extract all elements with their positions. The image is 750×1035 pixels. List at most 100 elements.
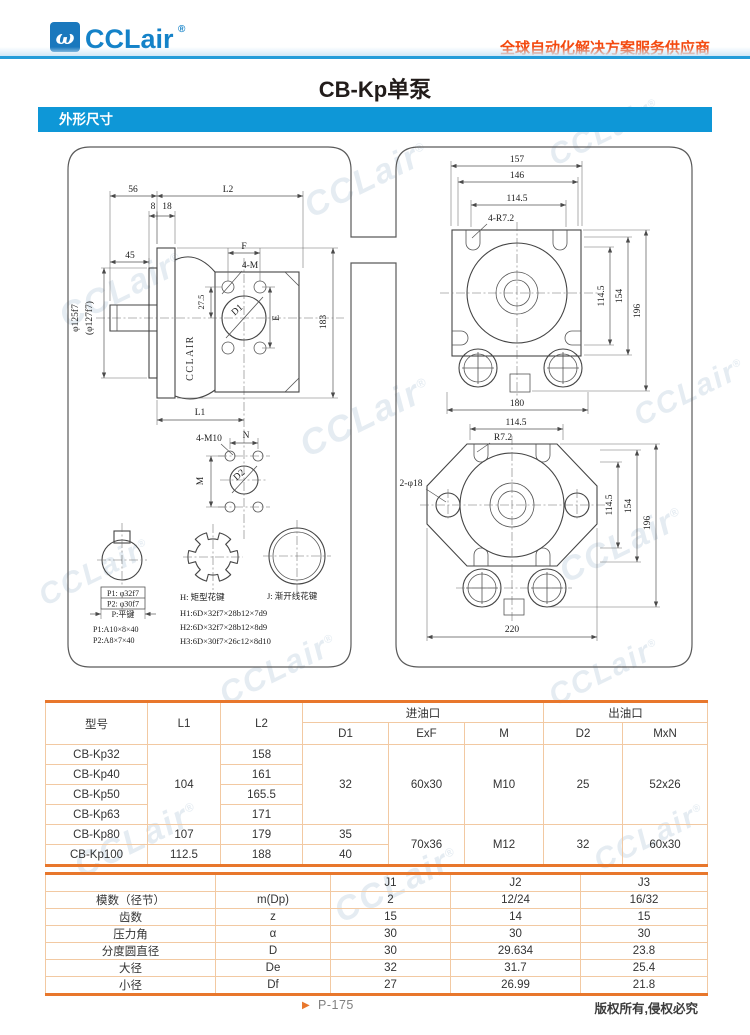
table-row: 分度圆直径 D 30 29.634 23.8	[45, 942, 708, 960]
shaft-h3-spec: H3:6D×30f7×26c12×8d10	[180, 636, 271, 646]
cell-j1: 30	[330, 942, 451, 960]
dim-dia125: φ125f7	[70, 304, 81, 332]
dim-4-r7-2: 4-R7.2	[488, 214, 514, 224]
dim-4m: 4-M	[242, 261, 259, 271]
cell-j3: 16/32	[580, 891, 708, 909]
dim-114-5-right: 114.5	[605, 494, 615, 515]
table-row: CB-Kp32 104 158 32 60x30 M10 25 52x26	[45, 744, 709, 825]
dimension-table: 型号 L1 L2 进油口 出油口 D1 ExF M D2 MxN CB-Kp32…	[45, 700, 709, 867]
dim-114-5-right: 114.5	[597, 285, 607, 306]
cell-m-group1: M10	[463, 744, 545, 825]
cell-symbol: m(Dp)	[215, 891, 331, 909]
dim-4m10: 4-M10	[196, 434, 222, 444]
cell-symbol: D	[215, 942, 331, 960]
dim-27-5: 27.5	[196, 295, 206, 310]
cell-label: 压力角	[45, 925, 216, 943]
cell-symbol: α	[215, 925, 331, 943]
dim-183: 183	[319, 315, 329, 330]
cell-j1: 15	[330, 908, 451, 926]
dim-154: 154	[624, 499, 634, 514]
label-d1: D1	[230, 303, 246, 318]
dim-157: 157	[510, 155, 525, 165]
cell-l1: 107	[147, 824, 221, 845]
cell-d2-group2: 32	[543, 824, 624, 866]
dim-196: 196	[643, 516, 653, 531]
cell-label: 小径	[45, 976, 216, 995]
cell-symbol: De	[215, 959, 331, 977]
header-divider-glow	[0, 47, 750, 56]
col-header-d1: D1	[302, 722, 389, 745]
col-header-outlet: 出油口	[543, 701, 709, 723]
rear-port-view-drawing: D2 4-M10 N M	[196, 431, 270, 513]
shaft-p-type: P:平键	[112, 609, 135, 619]
col-header-m: M	[463, 722, 545, 745]
dim-146: 146	[510, 171, 525, 181]
cell-d2-group1: 25	[543, 744, 624, 825]
cell-j3: 15	[580, 908, 708, 926]
cell-j2: 26.99	[450, 976, 581, 995]
dim-45: 45	[125, 251, 135, 261]
shaft-h1-spec: H1:6D×32f7×28b12×7d9	[180, 608, 267, 618]
cell-j3: 30	[580, 925, 708, 943]
col-header-d2: D2	[543, 722, 624, 745]
cell-j1: 30	[330, 925, 451, 943]
cell-mxn-group2: 60x30	[622, 824, 709, 866]
spline-table: J1 J2 J3 模数（径节） m(Dp) 2 12/24 16/32 齿数 z…	[45, 872, 708, 996]
cell-j2: 14	[450, 908, 581, 926]
dim-n: N	[243, 431, 250, 441]
cell-l2: 158	[220, 744, 303, 765]
cell-label: 分度圆直径	[45, 942, 216, 960]
cell-symbol: z	[215, 908, 331, 926]
dim-18: 18	[162, 202, 172, 212]
dim-l1: L1	[195, 408, 206, 418]
front-view-drawing: 157 146 114.5 4-R7.2 114.5 154 196	[440, 155, 650, 414]
cell-j2: 12/24	[450, 891, 581, 909]
dim-56: 56	[128, 185, 138, 195]
shaft-h2-spec: H2:6D×32f7×28b12×8d9	[180, 622, 267, 632]
col-header-mxn: MxN	[622, 722, 709, 745]
col-header-blank	[215, 873, 331, 892]
table-row: CB-Kp100 112.5 188 40	[45, 844, 708, 866]
cell-l1-group1: 104	[147, 744, 221, 825]
cell-j2: 29.634	[450, 942, 581, 960]
dim-114-5-top: 114.5	[506, 194, 527, 204]
dim-180: 180	[510, 399, 525, 409]
cell-d1: 35	[302, 824, 389, 845]
cell-j3: 21.8	[580, 976, 708, 995]
registered-mark: ®	[178, 24, 186, 35]
cell-l2: 179	[220, 824, 303, 845]
shaft-options-drawing: P1: φ32f7 P2: φ30f7 P:平键 P1:A10×8×40 P2:…	[90, 520, 331, 646]
shaft-p1-dia: P1: φ32f7	[107, 589, 139, 598]
section-title: 外形尺寸	[59, 112, 113, 127]
side-view-drawing: D1 CCLAIR 56 L2 8 18 45 φ	[70, 185, 344, 540]
cell-j2: 30	[450, 925, 581, 943]
dim-l2: L2	[223, 185, 234, 195]
cell-label: 模数（径节）	[45, 891, 216, 909]
header-divider-line	[0, 56, 750, 59]
dim-e: E	[272, 315, 282, 321]
cell-j2: 31.7	[450, 959, 581, 977]
dim-220: 220	[505, 625, 520, 635]
cell-model: CB-Kp63	[45, 804, 148, 825]
cell-model: CB-Kp50	[45, 784, 148, 805]
cell-j1: 2	[330, 891, 451, 909]
dim-m: M	[196, 476, 206, 485]
cell-m-group2: M12	[463, 824, 545, 866]
cell-l2: 188	[220, 844, 303, 866]
col-header-exf: ExF	[388, 722, 465, 745]
col-header-l2: L2	[220, 701, 303, 745]
table-row: 小径 Df 27 26.99 21.8	[45, 976, 708, 995]
col-header-j2: J2	[450, 873, 581, 892]
dim-r7-2: R7.2	[494, 433, 512, 443]
dim-2-dia18: 2-φ18	[400, 479, 423, 489]
cell-d1: 40	[302, 844, 389, 866]
table-row: 压力角 α 30 30 30	[45, 925, 708, 943]
copyright-notice: 版权所有,侵权必究	[594, 1002, 698, 1016]
col-header-j3: J3	[580, 873, 708, 892]
rear-view-drawing: 114.5 R7.2 2-φ18 114.5 154 196 220	[400, 418, 660, 641]
dim-f: F	[241, 242, 246, 252]
cell-label: 齿数	[45, 908, 216, 926]
dim-8: 8	[151, 202, 156, 212]
cell-j3: 23.8	[580, 942, 708, 960]
